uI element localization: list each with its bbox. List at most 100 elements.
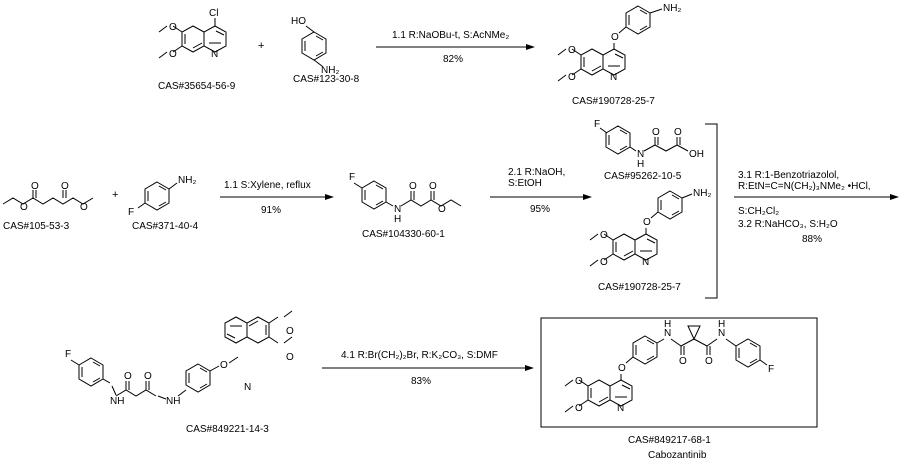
fluorine-label: F <box>128 207 134 218</box>
amide-hydrogen-label: H <box>394 214 401 225</box>
oxygen-label: O <box>169 49 177 60</box>
amine-label: NH₂ <box>321 65 339 76</box>
amide-hydrogen-label: H <box>718 319 725 330</box>
reaction-yield: 88% <box>802 234 822 245</box>
amide-nitrogen-label: N <box>637 149 644 160</box>
compound-name: Cabozantinib <box>648 450 707 461</box>
oxygen-label: O <box>568 72 576 83</box>
cas-number: CAS#190728-25-7 <box>572 96 655 107</box>
nitrogen-label: N <box>244 382 251 393</box>
chlorine-label: Cl <box>209 8 218 19</box>
nitrogen-label: N <box>211 49 218 60</box>
reactant-diethyl-malonate: O O O O CAS#105-53-3 <box>2 181 94 232</box>
reaction-condition: S:EtOH <box>508 178 542 189</box>
nitrogen-label: N <box>642 257 649 268</box>
carbonyl-oxygen-label: O <box>409 181 417 192</box>
carbonyl-oxygen-label: O <box>31 181 39 192</box>
amine-label: NH₂ <box>663 3 681 14</box>
amine-label: NH₂ <box>693 188 711 199</box>
reaction-condition: S:CH₂Cl₂ <box>738 206 779 217</box>
cas-number: CAS#123-30-8 <box>293 74 360 85</box>
carbonyl-oxygen-label: O <box>429 181 437 192</box>
reaction-arrow-1: 1.1 R:NaOBu-t, S:AcNMe₂ 82% <box>376 30 535 65</box>
fluorine-label: F <box>594 119 600 130</box>
ester-oxygen-label: O <box>80 202 88 213</box>
cas-number: CAS#849221-14-3 <box>186 424 269 435</box>
amide-nitrogen-label: N <box>718 328 725 339</box>
amide-hydrogen-label: H <box>664 319 671 330</box>
oxygen-label: O <box>643 217 651 228</box>
oxygen-label: O <box>220 360 228 371</box>
amide-nh-label: NH <box>110 396 124 407</box>
carbonyl-oxygen-label: O <box>674 127 682 138</box>
reaction-yield: 82% <box>443 54 463 65</box>
product-aminophenoxyquinoline: NH₂ O N O O CAS#190728-25-7 <box>557 3 681 107</box>
amide-hydrogen-label: H <box>637 159 644 170</box>
oxygen-label: O <box>600 257 608 268</box>
cas-number: CAS#104330-60-1 <box>362 229 445 240</box>
oxygen-label: O <box>575 376 583 387</box>
carbonyl-oxygen-label: O <box>61 181 69 192</box>
reaction-condition: 1.1 R:NaOBu-t, S:AcNMe₂ <box>392 30 509 41</box>
product-cabozantinib: O N O O N H O O N H F CAS#849217-68-1 Ca… <box>540 317 818 461</box>
reaction-condition: 4.1 R:Br(CH₂)₂Br, R:K₂CO₃, S:DMF <box>341 350 498 361</box>
reaction-yield: 83% <box>411 376 431 387</box>
plus-sign: + <box>258 40 264 52</box>
reaction-arrow-5: 4.1 R:Br(CH₂)₂Br, R:K₂CO₃, S:DMF 83% <box>322 350 534 387</box>
reaction-arrow-4: 3.1 R:1-Benzotriazolol, R:EtN=C=N(CH₂)₃N… <box>734 170 899 245</box>
cas-number: CAS#95262-10-5 <box>604 171 682 182</box>
fluorine-label: F <box>349 172 355 183</box>
amine-label: NH₂ <box>178 175 196 186</box>
amide-nh-label: NH <box>166 396 180 407</box>
oxygen-label: O <box>169 22 177 33</box>
product-box <box>540 317 818 428</box>
oxygen-label: O <box>600 230 608 241</box>
ester-oxygen-label: O <box>438 204 446 215</box>
amide-nitrogen-label: N <box>664 328 671 339</box>
cas-number: CAS#371-40-4 <box>132 221 199 232</box>
cas-number: CAS#35654-56-9 <box>158 81 236 92</box>
reagent-bracket <box>705 123 718 299</box>
hydroxyl-label: HO <box>291 16 306 27</box>
reactant-aminophenol: HO NH₂ CAS#123-30-8 <box>291 16 360 85</box>
reaction-condition: R:EtN=C=N(CH₂)₃NMe₂ •HCl, <box>738 181 871 192</box>
cyclopropane-ring <box>687 325 701 341</box>
reaction-yield: 91% <box>261 205 281 216</box>
reaction-condition: 3.1 R:1-Benzotriazolol, <box>738 170 839 181</box>
ester-oxygen-label: O <box>20 202 28 213</box>
nitrogen-label: N <box>617 403 624 414</box>
cas-number: CAS#849217-68-1 <box>628 435 711 446</box>
carbonyl-oxygen-label: O <box>124 371 132 382</box>
reaction-yield: 95% <box>530 204 550 215</box>
intermediate-malonic-acid: F N H O O OH CAS#95262-10-5 <box>594 119 704 182</box>
oxygen-label: O <box>286 352 294 363</box>
carbonyl-oxygen-label: O <box>705 356 713 367</box>
intermediate-aminophenoxyquinoline: NH₂ O N O O CAS#190728-25-7 <box>589 188 711 293</box>
fluorine-label: F <box>768 364 774 375</box>
oxygen-label: O <box>575 403 583 414</box>
reaction-arrow-3: 2.1 R:NaOH, S:EtOH 95% <box>490 167 592 215</box>
oxygen-label: O <box>568 45 576 56</box>
reactant-fluoroaniline: NH₂ F CAS#371-40-4 <box>128 175 199 232</box>
reaction-condition: 3.2 R:NaHCO₃, S:H₂O <box>738 219 838 230</box>
oxygen-label: O <box>618 363 626 374</box>
reaction-condition: 1.1 S:Xylene, reflux <box>224 180 311 191</box>
reactant-malonamide: F NH O O NH O N O O CAS#849221-14-3 <box>65 310 294 435</box>
reaction-condition: 2.1 R:NaOH, <box>508 167 565 178</box>
product-fluorophenyl-malonamate: F N H O O O CAS#104330-60-1 <box>349 172 462 240</box>
cas-number: CAS#190728-25-7 <box>598 282 681 293</box>
nitrogen-label: N <box>610 72 617 83</box>
hydroxyl-label: OH <box>689 149 704 160</box>
cas-number: CAS#105-53-3 <box>3 221 70 232</box>
carbonyl-oxygen-label: O <box>144 371 152 382</box>
oxygen-label: O <box>286 326 294 337</box>
carbonyl-oxygen-label: O <box>652 127 660 138</box>
amide-nitrogen-label: N <box>394 204 401 215</box>
fluorine-label: F <box>65 349 71 360</box>
reaction-arrow-2: 1.1 S:Xylene, reflux 91% <box>220 180 334 216</box>
reactant-chloroquinoline: Cl N O O CAS#35654-56-9 <box>158 8 236 92</box>
carbonyl-oxygen-label: O <box>679 356 687 367</box>
oxygen-label: O <box>611 32 619 43</box>
plus-sign: + <box>112 189 118 201</box>
